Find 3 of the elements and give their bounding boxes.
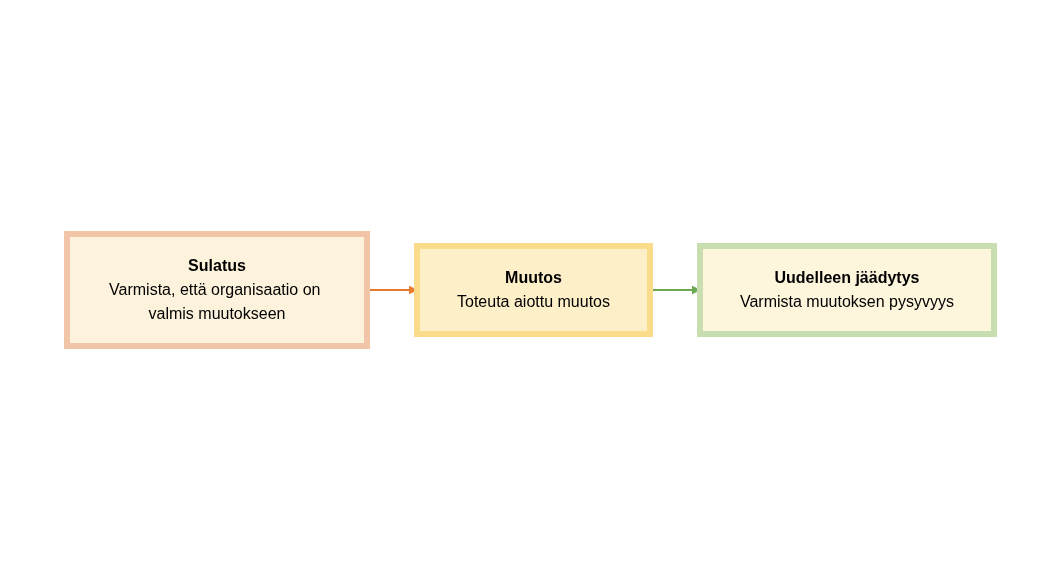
node-box: Uudelleen jäädytys Varmista muutoksen pysyvyys (697, 243, 997, 337)
node-box: Muutos Toteuta aiottu muutos (414, 243, 653, 337)
node-box: Sulatus Varmista, että organisaatio on valmis muutokseen (64, 231, 370, 349)
